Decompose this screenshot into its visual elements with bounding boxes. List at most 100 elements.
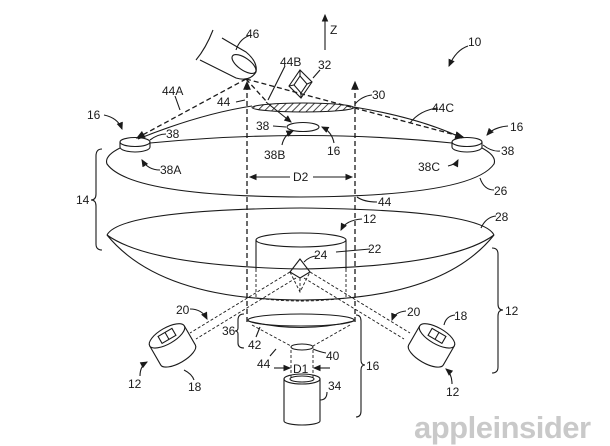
label-38-left: 38 xyxy=(166,127,180,141)
label-34: 34 xyxy=(328,379,342,393)
cylinder-22 xyxy=(255,232,347,302)
bracket-14 xyxy=(90,148,103,251)
leader-44b xyxy=(267,65,286,101)
leader-18-left xyxy=(183,369,195,381)
label-12-right: 12 xyxy=(446,385,460,399)
leader-44-low xyxy=(269,348,277,357)
arrow-12-right xyxy=(445,368,454,385)
leader-46 xyxy=(235,34,252,51)
label-38b: 38B xyxy=(264,148,285,162)
label-38a: 38A xyxy=(160,163,181,177)
label-44-left: 44 xyxy=(217,95,231,109)
beam-44b xyxy=(245,78,268,103)
system-arrow xyxy=(448,45,469,68)
label-16-right: 16 xyxy=(510,120,524,134)
arrow-16-right xyxy=(486,125,509,136)
label-40: 40 xyxy=(326,349,340,363)
projector-right-18 xyxy=(407,323,456,368)
arrow-20-right xyxy=(391,310,407,322)
label-d2: D2 xyxy=(293,170,309,184)
arrow-16-left xyxy=(103,114,123,131)
label-32: 32 xyxy=(318,58,332,72)
label-18-right: 18 xyxy=(454,309,468,323)
label-44-mid: 44 xyxy=(378,195,392,209)
label-44b: 44B xyxy=(280,55,301,69)
label-30: 30 xyxy=(372,88,386,102)
label-16-bracket: 16 xyxy=(366,359,380,373)
finger-icon xyxy=(195,29,257,80)
leader-22 xyxy=(335,248,371,253)
leader-30 xyxy=(354,94,373,105)
label-46: 46 xyxy=(246,27,260,41)
leader-44-mid xyxy=(356,196,378,203)
label-18-left: 18 xyxy=(188,380,202,394)
z-axis-arrow: Z xyxy=(321,13,337,50)
lens-42 xyxy=(247,313,355,328)
leader-38-left xyxy=(149,133,167,141)
leader-40 xyxy=(312,348,327,354)
cone-left xyxy=(251,324,292,347)
leader-28 xyxy=(480,215,497,229)
cone-right xyxy=(312,324,351,347)
arrow-20-left xyxy=(189,308,208,320)
label-44a: 44A xyxy=(162,84,183,98)
small-lens-40 xyxy=(290,343,314,351)
z-axis-label: Z xyxy=(330,23,337,37)
leader-38-mid xyxy=(272,125,287,128)
label-24: 24 xyxy=(314,248,328,262)
label-20-right: 20 xyxy=(407,305,421,319)
emitter-34 xyxy=(283,373,321,426)
leader-32 xyxy=(312,69,321,79)
label-12-left: 12 xyxy=(128,377,142,391)
projection-beam-right xyxy=(303,271,411,340)
leader-44c xyxy=(409,107,439,124)
projector-left-18 xyxy=(148,323,197,368)
label-36: 36 xyxy=(222,324,236,338)
sensor-38a xyxy=(119,136,151,153)
bracket-36 xyxy=(234,313,245,349)
label-26: 26 xyxy=(494,184,508,198)
label-38-mid: 38 xyxy=(256,119,270,133)
leader-42 xyxy=(255,326,261,338)
watermark-appleinsider: appleinsider xyxy=(414,410,591,445)
bracket-12-right xyxy=(491,247,504,374)
arrow-38c xyxy=(447,159,459,168)
label-22: 22 xyxy=(368,242,382,256)
lower-mirror-28 xyxy=(106,207,495,301)
label-28: 28 xyxy=(495,210,509,224)
leader-24 xyxy=(303,255,318,263)
dome-edge-left xyxy=(137,105,253,140)
arrow-38a xyxy=(141,159,161,171)
label-16-mid: 16 xyxy=(327,144,341,158)
arrow-12-top xyxy=(340,218,363,231)
arrow-38b xyxy=(281,130,295,146)
label-10: 10 xyxy=(468,35,482,49)
arrow-12-left xyxy=(139,361,148,377)
bracket-16 xyxy=(355,314,366,418)
label-38c: 38C xyxy=(418,160,440,174)
label-20-left: 20 xyxy=(176,303,190,317)
leader-18-right xyxy=(443,314,456,326)
label-16-left: 16 xyxy=(87,108,101,122)
label-12-top: 12 xyxy=(363,212,377,226)
leader-26 xyxy=(479,177,495,191)
cube-icon xyxy=(288,69,313,99)
label-44-low: 44 xyxy=(257,357,271,371)
label-d1: D1 xyxy=(293,362,309,376)
hatched-region-30 xyxy=(251,102,355,113)
diamond-object-24 xyxy=(289,258,311,294)
upper-mirror-26 xyxy=(105,134,496,198)
leader-34 xyxy=(319,391,328,401)
beam-44c xyxy=(245,78,465,139)
label-14: 14 xyxy=(76,193,90,207)
leader-38-right xyxy=(482,144,501,152)
label-38-right: 38 xyxy=(501,144,515,158)
beam-44a xyxy=(135,78,247,139)
sensor-38b xyxy=(286,121,320,133)
projection-beam-left xyxy=(189,271,297,340)
sensor-38c xyxy=(451,136,483,153)
leader-44a xyxy=(174,95,181,111)
label-12-bracket: 12 xyxy=(505,304,519,318)
